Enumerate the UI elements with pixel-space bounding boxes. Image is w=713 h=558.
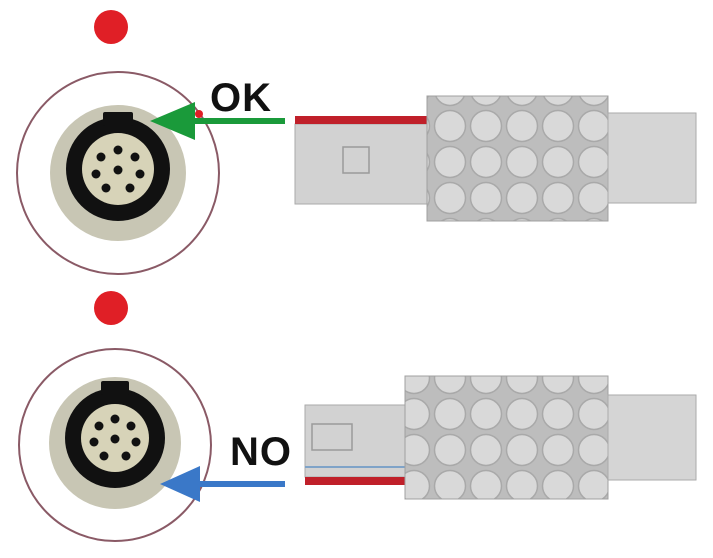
- ok-label: OK: [210, 76, 272, 120]
- indicator-dot: [94, 291, 128, 325]
- socket-icon: [18, 348, 212, 542]
- indicator-dot: [94, 10, 128, 44]
- arrow-left-icon: [160, 466, 285, 502]
- no-row: [18, 291, 697, 542]
- socket-pins: [91, 145, 145, 193]
- socket-icon: [16, 71, 220, 275]
- no-label: NO: [230, 430, 292, 474]
- socket-pins: [89, 414, 141, 461]
- plug-icon: [304, 375, 697, 500]
- red-stripe: [295, 116, 427, 124]
- plug-icon: [294, 95, 697, 222]
- arrow-left-icon: [150, 102, 285, 140]
- ok-row: [16, 10, 697, 275]
- red-stripe: [305, 477, 405, 485]
